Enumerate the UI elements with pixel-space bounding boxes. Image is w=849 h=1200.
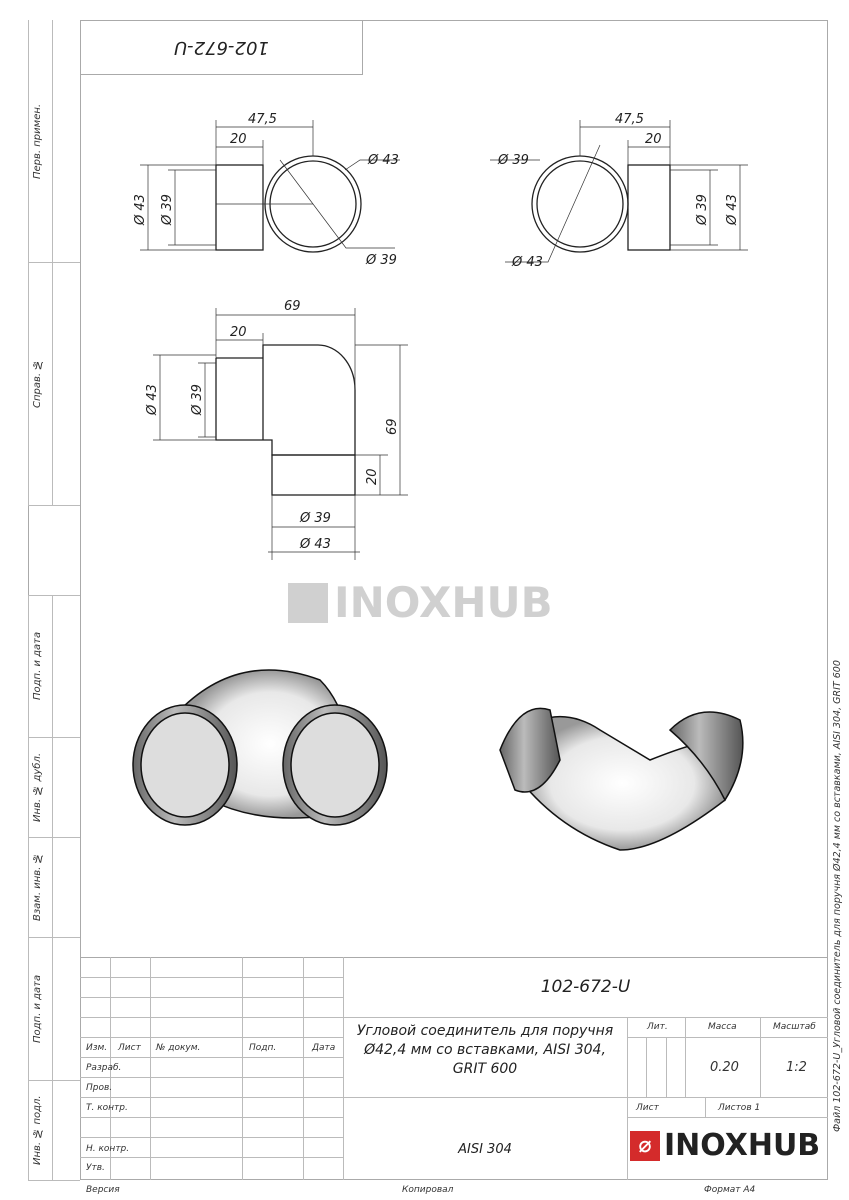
side-view-body — [215, 344, 356, 456]
header-sign: Подп. — [249, 1043, 277, 1053]
svg-text:Ø 39: Ø 39 — [695, 194, 710, 226]
svg-text:69: 69 — [284, 299, 301, 314]
role-developer: Разраб. — [86, 1063, 122, 1073]
view-left-tube — [215, 164, 264, 251]
svg-text:Ø 43: Ø 43 — [725, 194, 740, 226]
dim-20: 20 — [230, 132, 247, 147]
svg-text:Ø 43: Ø 43 — [133, 194, 148, 226]
file-note: Файл 102-672-U_Угловой соединитель для п… — [832, 660, 843, 1132]
role-approved: Утв. — [86, 1163, 105, 1173]
footer-copied: Копировал — [402, 1185, 454, 1195]
render-3d — [132, 669, 744, 851]
role-norm-control: Н. контр. — [86, 1144, 130, 1154]
watermark: INOXHUB — [288, 578, 553, 627]
dim-o39: Ø 39 — [365, 253, 397, 268]
title-block — [80, 957, 828, 1180]
render-view-2 — [499, 707, 744, 851]
dim-47-5: 47,5 — [248, 112, 277, 127]
header-doc: № докум. — [156, 1043, 201, 1053]
svg-text:Ø 39: Ø 39 — [299, 511, 331, 526]
role-tech-control: Т. контр. — [86, 1103, 128, 1113]
side-label: Подп. и дата — [32, 631, 43, 701]
sheets-count: Листов 1 — [718, 1103, 761, 1113]
side-label: Инв. № дубл. — [32, 752, 43, 822]
drawing-code: 102-672-U — [540, 977, 631, 997]
side-label: Взам. инв. № — [32, 852, 43, 922]
svg-text:Ø 43: Ø 43 — [299, 537, 331, 552]
side-label: Подп. и дата — [32, 974, 43, 1043]
mass-label: Масса — [708, 1022, 737, 1032]
drawing-frame — [80, 20, 828, 1180]
svg-text:47,5: 47,5 — [615, 112, 644, 127]
dim-o43: Ø 43 — [367, 153, 399, 168]
inoxhub-logo: ⌀ INOXHUB — [630, 1128, 820, 1163]
stamp-box: 102-672-U — [80, 20, 363, 75]
svg-text:Ø 39: Ø 39 — [497, 153, 529, 168]
svg-text:20: 20 — [645, 132, 662, 147]
footer-version: Версия — [86, 1185, 120, 1195]
header-izm: Изм. — [86, 1043, 108, 1053]
lit-label: Лит. — [647, 1022, 668, 1032]
svg-text:20: 20 — [365, 468, 380, 485]
svg-text:20: 20 — [230, 325, 247, 340]
svg-text:Ø 43: Ø 43 — [145, 384, 160, 416]
render-view-1 — [132, 669, 388, 826]
side-label: Инв. № подл. — [32, 1095, 43, 1165]
technical-drawing: 47,5 20 Ø 43 Ø 39 Ø 43 Ø 39 47,5 20 Ø 39… — [133, 112, 748, 560]
mass-value: 0.20 — [710, 1060, 739, 1075]
view-right-tube — [627, 164, 671, 251]
scale-label: Масштаб — [773, 1022, 816, 1032]
scale-value: 1:2 — [786, 1060, 807, 1075]
svg-text:Ø 43: Ø 43 — [511, 255, 543, 270]
header-date: Дата — [312, 1043, 336, 1053]
logo-mark-icon — [288, 582, 328, 623]
svg-text:Ø 39: Ø 39 — [190, 384, 205, 416]
logo-mark-icon: ⌀ — [630, 1130, 660, 1161]
svg-text:Ø 39: Ø 39 — [160, 194, 175, 226]
sheet-label: Лист — [636, 1103, 659, 1113]
role-checked: Пров. — [86, 1083, 113, 1093]
svg-text:69: 69 — [385, 418, 400, 435]
material: AISI 304 — [458, 1142, 512, 1157]
footer-format: Формат A4 — [704, 1185, 756, 1195]
header-list: Лист — [118, 1043, 141, 1053]
